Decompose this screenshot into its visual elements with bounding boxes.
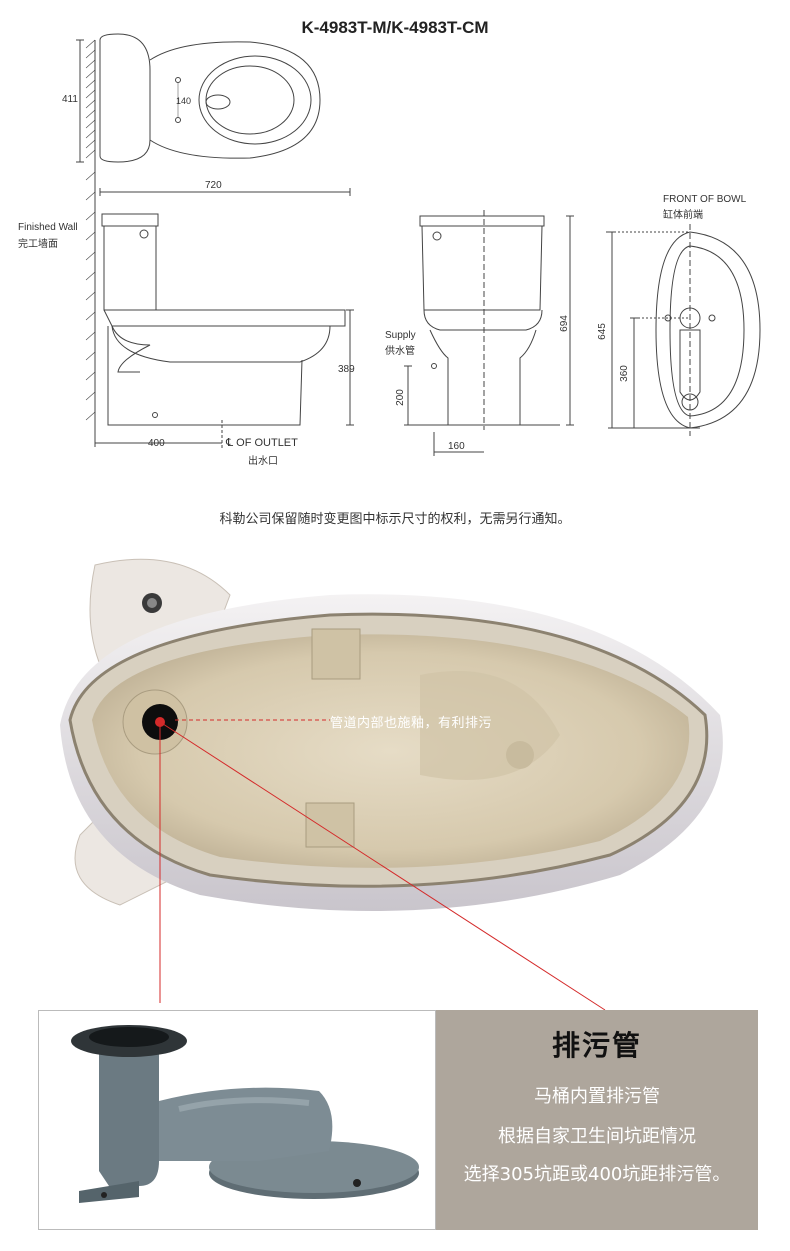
bowl-underside-illustration — [60, 558, 723, 1011]
disclaimer-text: 科勒公司保留随时变更图中标示尺寸的权利，无需另行通知。 — [219, 512, 571, 527]
technical-drawing — [76, 33, 761, 456]
dim-411: 411 — [62, 94, 78, 105]
outlet-label: ℄ OF OUTLET — [226, 436, 298, 449]
pipe-panel-line-2: 根据自家卫生间坑距情况 — [498, 1126, 696, 1147]
dim-400: 400 — [148, 438, 165, 449]
pipe-info-panel — [436, 1010, 758, 1230]
drain-pipe-illustration — [71, 1025, 419, 1203]
pipe-panel-title: 排污管 — [551, 1029, 642, 1062]
dim-694: 694 — [558, 315, 570, 332]
dim-160: 160 — [448, 441, 465, 452]
dim-720: 720 — [205, 180, 222, 191]
supply-label-en: Supply — [385, 330, 416, 341]
outlet-label-cn: 出水口 — [248, 456, 278, 467]
dim-140: 140 — [176, 96, 192, 106]
pipe-photo-panel — [38, 1010, 436, 1230]
drawing-title: K-4983T-M/K-4983T-CM — [301, 18, 489, 37]
pipe-panel-line-1: 马桶内置排污管 — [534, 1086, 660, 1107]
finished-wall-label-en: Finished Wall — [18, 222, 78, 233]
pointer-dot — [155, 717, 165, 727]
finished-wall-label-cn: 完工墙面 — [18, 239, 58, 250]
glaze-caption: 管道内部也施釉，有利排污 — [330, 716, 493, 731]
outlet-label-en: OF OUTLET — [236, 437, 298, 449]
centerline-icon: ℄ — [226, 437, 234, 449]
supply-label-cn: 供水管 — [385, 346, 415, 357]
dim-645: 645 — [596, 323, 608, 340]
front-of-bowl-label-cn: 缸体前端 — [663, 210, 703, 221]
dim-389: 389 — [338, 364, 355, 375]
dim-200: 200 — [394, 389, 406, 406]
dim-360: 360 — [618, 365, 630, 382]
pipe-panel-line-3: 选择305坑距或400坑距排污管。 — [463, 1164, 731, 1185]
bowl-underside-photo — [0, 555, 790, 1015]
front-of-bowl-label-en: FRONT OF BOWL — [663, 194, 747, 205]
